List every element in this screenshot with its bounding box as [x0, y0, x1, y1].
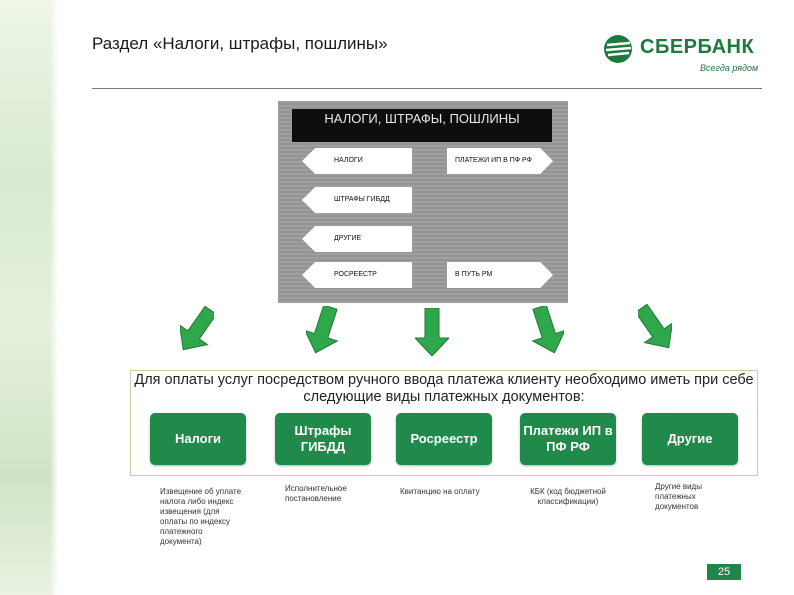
doc-button-rosreestr[interactable]: Росреестр: [396, 413, 492, 465]
arrow-down-icon: [638, 304, 672, 349]
kiosk-button-gibdd-fines[interactable]: ШТРАФЫ ГИБДД: [302, 187, 412, 213]
slide-title: Раздел «Налоги, штрафы, пошлины»: [92, 34, 388, 53]
doc-description-rosreestr: Квитанцию на оплату: [400, 487, 480, 496]
logo-wordmark: СБЕРБАНК: [640, 36, 755, 58]
instructions-text: Для оплаты услуг посредством ручного вво…: [134, 372, 754, 405]
title-divider: [92, 88, 762, 89]
doc-description-gibdd-fines: Исполнительное постановление: [285, 484, 347, 503]
kiosk-button-ip-payments[interactable]: ПЛАТЕЖИ ИП В ПФ РФ: [447, 148, 553, 174]
arrow-down-icon: [531, 306, 564, 354]
doc-button-taxes[interactable]: Налоги: [150, 413, 246, 465]
kiosk-screen-header: НАЛОГИ, ШТРАФЫ, ПОШЛИНЫ: [292, 109, 552, 142]
doc-button-ip-payments[interactable]: Платежи ИП в ПФ РФ: [520, 413, 616, 465]
logo-tagline: Всегда рядом: [700, 63, 759, 73]
doc-button-gibdd-fines[interactable]: Штрафы ГИБДД: [275, 413, 371, 465]
doc-description-ip-payments: КБК (код бюджетной классификации): [530, 487, 606, 506]
decorative-background: [0, 0, 58, 595]
page-number: 25: [707, 564, 741, 580]
kiosk-button-other[interactable]: ДРУГИЕ: [302, 226, 412, 252]
kiosk-button-next[interactable]: В ПУТЬ РМ: [447, 262, 553, 288]
arrow-down-icon: [306, 306, 339, 354]
doc-description-other: Другие виды платежных документов: [655, 482, 702, 511]
doc-button-other[interactable]: Другие: [642, 413, 738, 465]
arrow-down-icon: [180, 306, 214, 351]
doc-description-taxes: Извещение об уплате налога либо индекс и…: [160, 487, 242, 546]
kiosk-button-taxes[interactable]: НАЛОГИ: [302, 148, 412, 174]
arrow-down-icon: [415, 308, 449, 356]
sberbank-logo: [604, 35, 632, 63]
kiosk-button-rosreestr[interactable]: РОСРЕЕСТР: [302, 262, 412, 288]
